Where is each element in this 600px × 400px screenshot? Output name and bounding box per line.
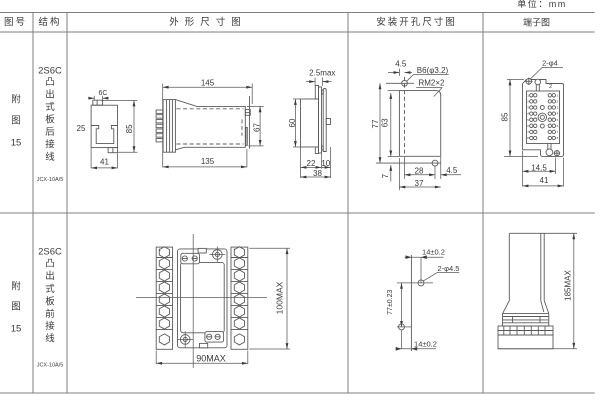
- svg-text:出: 出: [45, 270, 55, 282]
- svg-text:38: 38: [313, 169, 322, 178]
- svg-text:式: 式: [45, 283, 55, 295]
- svg-text:附: 附: [11, 94, 21, 106]
- svg-text:后: 后: [45, 127, 55, 138]
- svg-text:JCX-10A/5: JCX-10A/5: [37, 177, 64, 183]
- svg-text:63: 63: [380, 118, 389, 127]
- svg-text:接: 接: [45, 139, 55, 151]
- svg-text:22: 22: [307, 159, 316, 168]
- svg-text:90MAX: 90MAX: [196, 353, 226, 363]
- svg-text:4: 4: [557, 112, 559, 116]
- svg-text:2: 2: [557, 100, 559, 104]
- svg-text:RM2×2: RM2×2: [418, 79, 445, 88]
- svg-text:2: 2: [549, 84, 552, 90]
- svg-text:5: 5: [527, 118, 529, 122]
- svg-text:2S6C: 2S6C: [38, 247, 62, 258]
- svg-text:线: 线: [45, 333, 55, 345]
- svg-text:板: 板: [45, 114, 55, 126]
- svg-text:100MAX: 100MAX: [275, 281, 285, 314]
- svg-text:14.5: 14.5: [531, 163, 547, 172]
- svg-text:接: 接: [45, 320, 55, 332]
- svg-text:15: 15: [11, 324, 22, 335]
- svg-text:3: 3: [557, 106, 559, 110]
- svg-text:端子图: 端子图: [523, 17, 550, 28]
- svg-text:6: 6: [527, 124, 529, 128]
- svg-text:凸: 凸: [45, 258, 55, 269]
- svg-text:单位：mm: 单位：mm: [517, 0, 567, 9]
- svg-text:4: 4: [527, 112, 529, 116]
- svg-text:67: 67: [253, 123, 262, 132]
- svg-text:JCX-10A/5: JCX-10A/5: [37, 363, 64, 369]
- svg-text:41: 41: [540, 176, 549, 185]
- svg-text:7: 7: [557, 130, 559, 134]
- svg-text:28: 28: [415, 166, 424, 175]
- svg-text:附: 附: [11, 281, 21, 293]
- svg-text:5: 5: [557, 118, 559, 122]
- svg-text:2.5max: 2.5max: [309, 69, 335, 78]
- svg-text:安装开孔尺寸图: 安装开孔尺寸图: [376, 16, 457, 28]
- svg-text:85: 85: [500, 112, 509, 121]
- svg-text:4.5: 4.5: [395, 60, 407, 69]
- svg-text:出: 出: [45, 89, 55, 101]
- svg-text:8: 8: [527, 136, 529, 140]
- svg-text:7: 7: [234, 248, 236, 252]
- svg-text:2S6C: 2S6C: [38, 66, 62, 77]
- svg-text:135: 135: [201, 157, 215, 166]
- svg-text:8: 8: [557, 136, 559, 140]
- svg-text:7: 7: [527, 130, 529, 134]
- svg-text:结构: 结构: [38, 16, 61, 28]
- svg-text:1: 1: [527, 93, 529, 97]
- svg-text:85: 85: [125, 124, 134, 133]
- svg-text:式: 式: [45, 101, 55, 113]
- svg-text:25: 25: [77, 124, 86, 133]
- svg-text:41: 41: [100, 157, 109, 166]
- svg-text:4.5: 4.5: [446, 166, 458, 175]
- svg-text:前: 前: [45, 308, 55, 320]
- svg-text:6: 6: [557, 124, 559, 128]
- svg-text:2-φ4.5: 2-φ4.5: [438, 264, 460, 273]
- svg-text:2-φ4: 2-φ4: [542, 58, 558, 67]
- svg-text:3: 3: [527, 106, 529, 110]
- svg-text:2: 2: [527, 100, 529, 104]
- svg-text:185MAX: 185MAX: [563, 269, 572, 300]
- svg-text:1: 1: [159, 248, 161, 252]
- svg-text:77±0.23: 77±0.23: [387, 289, 394, 314]
- svg-text:7: 7: [381, 173, 390, 178]
- svg-text:图: 图: [11, 116, 21, 127]
- svg-text:图号: 图号: [4, 17, 27, 28]
- svg-text:6C: 6C: [99, 90, 108, 97]
- svg-text:145: 145: [201, 78, 215, 87]
- svg-text:14±0.2: 14±0.2: [422, 248, 445, 257]
- svg-text:图: 图: [11, 302, 21, 313]
- svg-text:77: 77: [371, 119, 380, 128]
- svg-text:外形尺寸图: 外形尺寸图: [169, 16, 247, 28]
- svg-text:14±0.2: 14±0.2: [414, 339, 437, 348]
- svg-text:10: 10: [321, 159, 330, 168]
- svg-text:板: 板: [45, 296, 55, 308]
- svg-text:37: 37: [415, 179, 424, 188]
- svg-text:1: 1: [557, 93, 559, 97]
- svg-text:线: 线: [45, 151, 55, 163]
- svg-text:B6(φ3.2): B6(φ3.2): [417, 66, 449, 75]
- svg-text:60: 60: [288, 118, 297, 127]
- svg-text:凸: 凸: [45, 77, 55, 88]
- svg-text:15: 15: [11, 138, 22, 149]
